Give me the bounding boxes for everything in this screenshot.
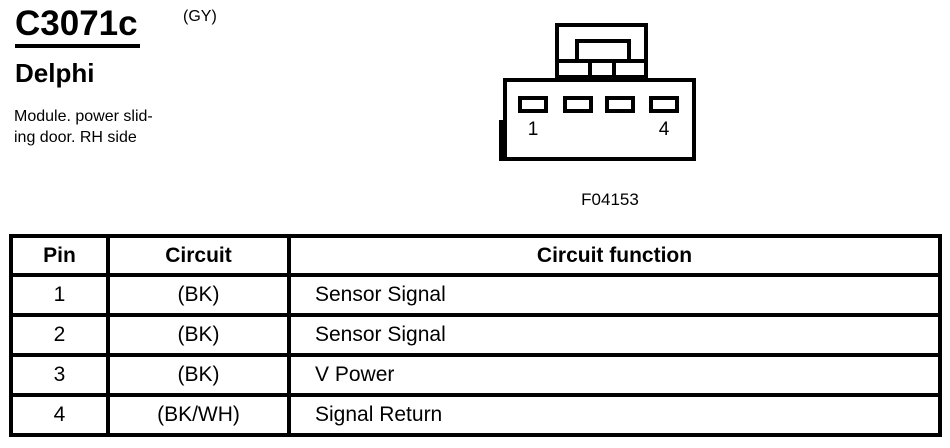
connector-latch-outer (555, 23, 648, 79)
pin-slot-2 (563, 96, 593, 113)
pin-slot-3 (605, 96, 635, 113)
circuit-function: V Power (287, 353, 942, 397)
pin-slot-1 (518, 96, 548, 113)
connector-id-underline (15, 44, 140, 48)
table-row: 1 (BK) Sensor Signal (9, 273, 942, 317)
connector-body (503, 78, 696, 161)
pin-column-header: Pin (9, 234, 110, 277)
circuit-column-header: Circuit (106, 234, 291, 277)
circuit-function: Sensor Signal (287, 273, 942, 317)
connector-description: Module. power slid- ing door. RH side (14, 108, 153, 146)
connector-latch-inner (575, 39, 631, 63)
pin-number: 2 (9, 313, 110, 357)
table-row: 4 (BK/WH) Signal Return (9, 393, 942, 437)
vendor-name: Delphi (15, 58, 95, 88)
circuit-function: Signal Return (287, 393, 942, 437)
circuit-code: (BK) (106, 273, 291, 317)
pin-number: 1 (9, 273, 110, 317)
pin-1-label: 1 (527, 119, 539, 140)
pin-slot-4 (649, 96, 679, 113)
circuit-code: (BK) (106, 313, 291, 357)
table-header-row: Pin Circuit Circuit function (9, 234, 942, 277)
circuit-function: Sensor Signal (287, 313, 942, 357)
connector-latch-divider-left (588, 62, 592, 79)
connector-color-code: (GY) (183, 8, 217, 25)
connector-body-notch (499, 120, 504, 161)
connector-latch-divider-right (612, 62, 616, 79)
connector-id: C3071c (15, 4, 138, 43)
table-row: 2 (BK) Sensor Signal (9, 313, 942, 357)
pin-number: 3 (9, 353, 110, 397)
circuit-code: (BK/WH) (106, 393, 291, 437)
pin-number: 4 (9, 393, 110, 437)
figure-number: F04153 (581, 190, 639, 209)
pinout-table: Pin Circuit Circuit function 1 (BK) Sens… (9, 234, 942, 437)
circuit-function-column-header: Circuit function (287, 234, 942, 277)
pin-4-label: 4 (658, 119, 670, 140)
table-row: 3 (BK) V Power (9, 353, 942, 397)
circuit-code: (BK) (106, 353, 291, 397)
